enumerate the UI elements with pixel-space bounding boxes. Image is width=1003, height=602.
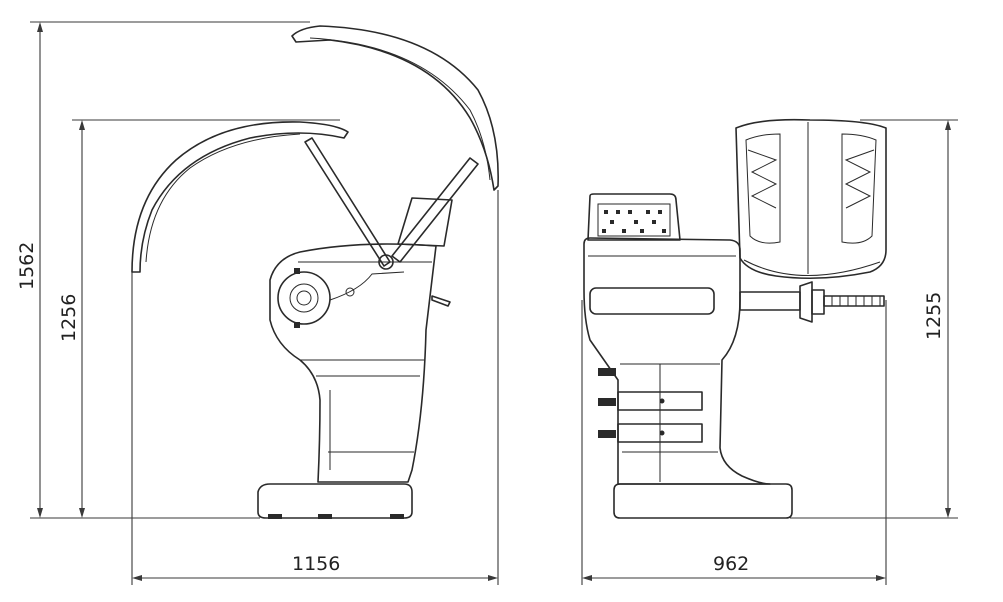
threaded-shaft: [823, 295, 885, 307]
dimension-lines: [30, 21, 958, 585]
shaft-flange-outer: [277, 271, 331, 325]
front-shaft: [739, 291, 801, 311]
side-base: [257, 483, 413, 519]
side-body: [269, 243, 437, 483]
dim-1256-label: 1256: [58, 294, 80, 342]
weight-holder-2: [617, 423, 703, 443]
front-view-machine: [583, 118, 887, 519]
hood-raised: [291, 25, 499, 191]
hood-arm-lowered: [304, 137, 391, 267]
hood-lowered: [131, 121, 349, 273]
dim-1562-label: 1562: [16, 242, 38, 290]
side-lever: [431, 295, 451, 307]
front-hood: [735, 118, 887, 280]
front-base: [613, 483, 793, 519]
dim-962-label: 962: [713, 553, 749, 575]
hood-post: [397, 197, 453, 247]
display-panel: [587, 193, 681, 241]
front-body: [583, 237, 771, 485]
side-view-machine: [131, 25, 499, 519]
front-slot: [589, 287, 715, 315]
dim-1255-label: 1255: [923, 292, 945, 340]
dim-1156-label: 1156: [292, 553, 340, 575]
weight-holder-1: [617, 391, 703, 411]
